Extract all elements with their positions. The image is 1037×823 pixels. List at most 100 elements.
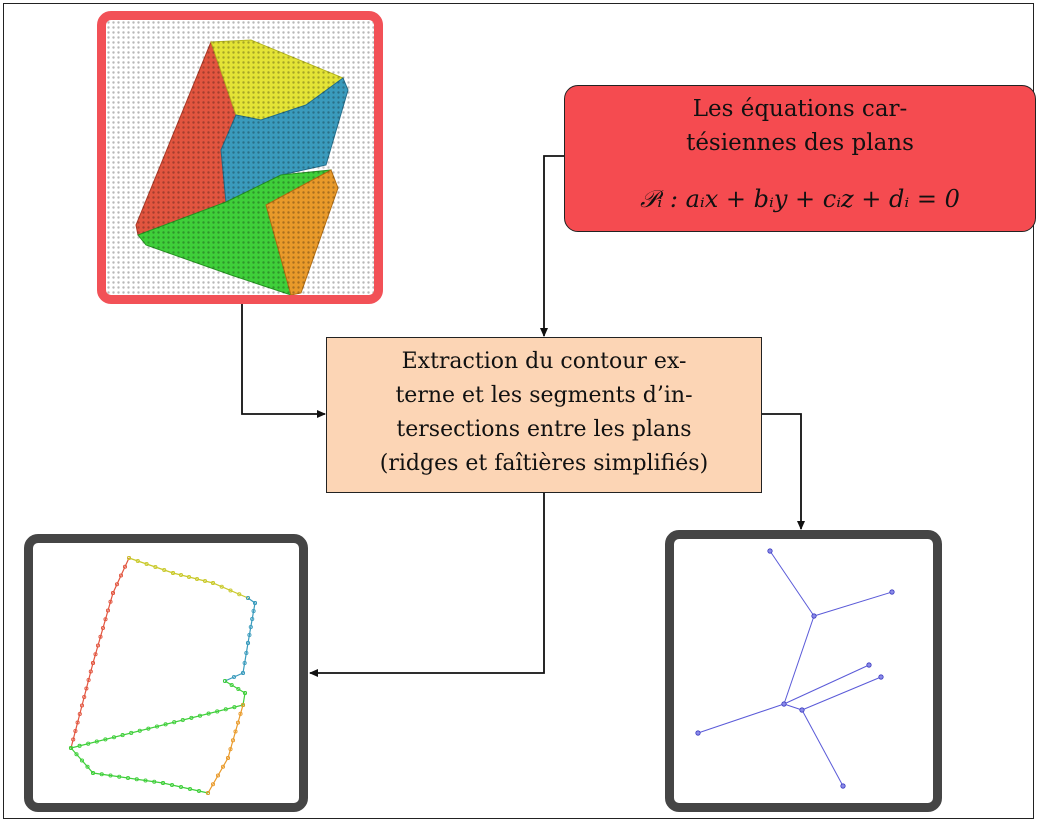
equations-line-2: tésiennes des plans xyxy=(686,130,914,156)
contour-point xyxy=(153,564,158,570)
contour-point xyxy=(152,779,157,784)
ridge-line xyxy=(697,703,785,734)
contour-point xyxy=(75,720,80,725)
contour-point xyxy=(210,782,216,787)
extraction-process-box: Extraction du contour ex- terne et les s… xyxy=(326,337,762,493)
contour-point xyxy=(225,755,231,761)
contour-point xyxy=(122,564,128,569)
contour-point xyxy=(68,745,74,751)
ridge-vertex xyxy=(878,674,884,680)
contour-point xyxy=(172,720,177,725)
contour-point xyxy=(252,600,258,606)
contour-point xyxy=(228,747,233,752)
contour-yellow xyxy=(128,557,249,599)
contour-point xyxy=(98,634,103,639)
contour-point xyxy=(247,632,252,638)
contour-point xyxy=(129,730,134,735)
contour-point xyxy=(245,640,251,646)
contour-point xyxy=(250,616,255,622)
contour-point xyxy=(103,617,108,622)
plane-equation-formula: 𝒫ᵢ : aᵢx + bᵢy + cᵢz + dᵢ = 0 xyxy=(640,185,960,213)
contour-point xyxy=(134,777,139,782)
contour-point xyxy=(99,772,104,777)
contour-point xyxy=(215,709,220,714)
extraction-line-4: (ridges et faîtières simplifiés) xyxy=(379,451,709,476)
contour-point xyxy=(135,558,140,564)
contour-point xyxy=(163,722,168,727)
contour-point xyxy=(71,737,76,742)
contour-point xyxy=(180,717,185,723)
contour-point xyxy=(117,774,122,779)
contour-point xyxy=(187,786,193,792)
contour-red xyxy=(70,557,130,749)
contour-point xyxy=(77,711,82,717)
contour-point xyxy=(228,588,233,593)
contour-point xyxy=(169,782,175,788)
contour-point xyxy=(146,726,151,731)
contour-point xyxy=(79,703,85,708)
contour-point xyxy=(103,737,108,742)
contour-point xyxy=(178,784,184,790)
contour-point xyxy=(222,678,228,684)
contour-blue xyxy=(224,597,256,682)
contour-point xyxy=(186,574,192,580)
contour-point xyxy=(108,773,113,778)
contour-point xyxy=(223,707,228,712)
ridge-vertex xyxy=(695,730,701,736)
ridge-line xyxy=(769,550,815,617)
contour-point xyxy=(233,729,238,734)
contour-point xyxy=(100,625,106,631)
contour-point xyxy=(194,576,200,582)
external-contour-plot xyxy=(68,555,258,796)
contour-point xyxy=(125,775,131,781)
contour-point xyxy=(237,592,242,597)
arrow-pointcloud-to-extraction xyxy=(241,304,326,418)
contour-point xyxy=(170,570,176,576)
contour-point xyxy=(232,705,237,710)
contour-point xyxy=(144,561,149,567)
contour-point xyxy=(82,694,87,700)
point-cloud-panel xyxy=(97,11,383,304)
ridge-line xyxy=(783,664,870,705)
arrow-extraction-to-contour xyxy=(309,493,545,677)
contour-point xyxy=(94,739,99,744)
contour-point xyxy=(189,715,194,720)
contour-green xyxy=(69,680,246,794)
ridge-vertex xyxy=(799,707,805,713)
contour-point xyxy=(160,780,166,786)
ridge-vertex xyxy=(767,548,773,554)
arrow-extraction-to-ridges xyxy=(762,413,805,530)
ridge-vertex xyxy=(840,783,846,789)
contour-point xyxy=(238,711,243,716)
ridge-segments-plot xyxy=(695,548,895,789)
contour-point xyxy=(248,624,253,630)
ridge-lines xyxy=(697,550,893,787)
contour-point xyxy=(111,735,117,740)
contour-point xyxy=(90,660,96,666)
contour-point xyxy=(93,652,98,657)
ridge-vertices xyxy=(695,548,895,789)
contour-point xyxy=(244,650,249,656)
contour-point xyxy=(114,582,120,587)
contour-orange xyxy=(207,704,244,794)
contour-point xyxy=(202,578,208,584)
ridge-line xyxy=(801,709,844,787)
contour-point xyxy=(235,720,241,725)
ridge-vertex xyxy=(889,589,895,595)
contour-point xyxy=(197,713,203,718)
contour-point xyxy=(126,555,132,561)
contour-point xyxy=(242,660,247,666)
contour-point xyxy=(137,728,142,733)
contour-point xyxy=(229,682,234,688)
ridge-line xyxy=(813,591,893,617)
contour-point xyxy=(73,728,78,734)
contour-point xyxy=(251,608,256,614)
contour-point xyxy=(154,724,160,729)
contour-point xyxy=(240,702,246,708)
contour-point xyxy=(90,770,96,776)
contour-point xyxy=(85,764,90,769)
contour-point xyxy=(162,567,167,573)
ridge-line xyxy=(783,703,803,711)
contour-point xyxy=(108,599,113,604)
contour-point xyxy=(205,790,211,796)
